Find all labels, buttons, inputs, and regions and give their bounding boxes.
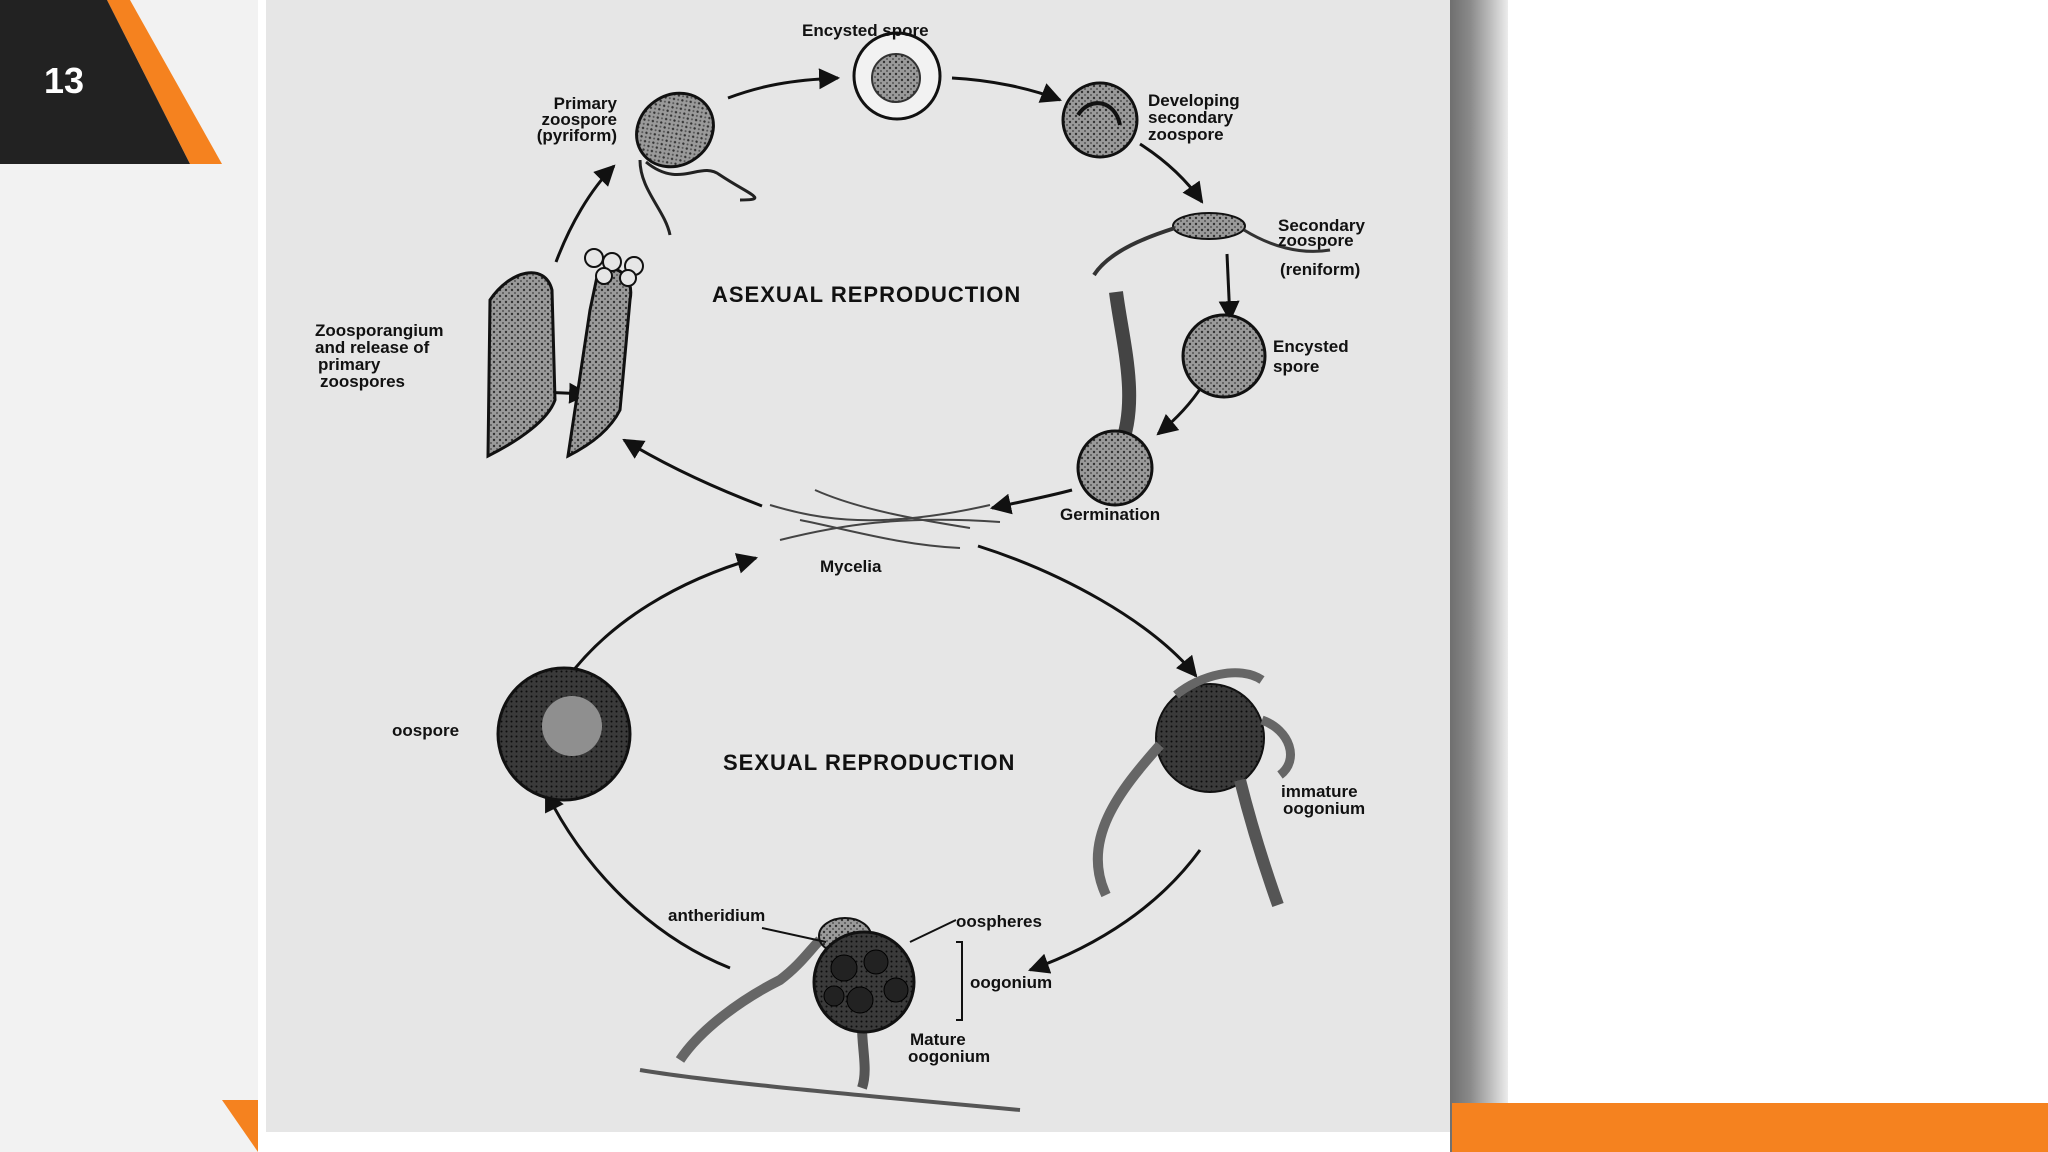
arrow-oospore-to-mycelia: [564, 553, 759, 681]
arrow-mature-to-oospore: [544, 790, 731, 970]
developing-secondary-zoospore: [1061, 81, 1139, 159]
primary-zoospore: [635, 91, 757, 236]
secondary-zoospore: [1092, 212, 1331, 277]
label-developing-3: zoospore: [1148, 125, 1224, 144]
label-developing-1: Developing: [1148, 91, 1240, 110]
accent-stripe: [1452, 1103, 2048, 1152]
asexual-reproduction-title: ASEXUAL REPRODUCTION: [712, 282, 1021, 307]
germination-spore: [1076, 291, 1154, 507]
label-oospore: oospore: [392, 721, 459, 740]
label-zoosporangium-1: Zoosporangium: [315, 321, 443, 340]
zoosporangium: [486, 248, 644, 459]
arrow-encysted-to-developing: [951, 76, 1062, 103]
label-primary-1: Primary: [554, 94, 618, 113]
image-shadow: [1450, 0, 1508, 1152]
oospore: [496, 666, 632, 802]
label-antheridium: antheridium: [668, 906, 765, 925]
arrow-developing-to-secondary: [1139, 142, 1204, 204]
label-primary-3: (pyriform): [537, 126, 617, 145]
label-secondary-1: Secondary: [1278, 216, 1365, 235]
label-zoosporangium-3: primary: [318, 355, 381, 374]
label-oogonium: oogonium: [970, 973, 1052, 992]
label-immature-2: oogonium: [1283, 799, 1365, 818]
label-mycelia: Mycelia: [820, 557, 882, 576]
arrow-mycelia-to-zoosporangium: [622, 438, 763, 508]
label-encysted-right-1: Encysted: [1273, 337, 1349, 356]
cycle-arrows: [539, 68, 1240, 974]
arrow-mycelia-to-immature: [977, 544, 1198, 678]
label-primary-2: zoospore: [541, 110, 617, 129]
mycelia: [769, 489, 1001, 549]
label-zoosporangium-2: and release of: [315, 338, 430, 357]
life-cycle-svg: ASEXUAL REPRODUCTION SEXUAL REPRODUCTION…: [315, 21, 1365, 1112]
encysted-spore-top: [852, 31, 942, 121]
label-germination: Germination: [1060, 505, 1160, 524]
arrow-zoosporangium-to-primary: [554, 164, 616, 263]
label-encysted-spore-top: Encysted spore: [802, 21, 929, 40]
arrow-encysted-to-germination: [1156, 385, 1204, 436]
immature-oogonium: [1092, 668, 1295, 908]
left-panel: [0, 0, 258, 1152]
label-developing-2: secondary: [1148, 108, 1234, 127]
life-cycle-diagram: ASEXUAL REPRODUCTION SEXUAL REPRODUCTION…: [266, 0, 1450, 1132]
sexual-reproduction-title: SEXUAL REPRODUCTION: [723, 750, 1015, 775]
label-secondary-3: (reniform): [1280, 260, 1360, 279]
label-secondary-2: zoospore: [1278, 231, 1354, 250]
label-mature-1: Mature: [910, 1030, 966, 1049]
label-zoosporangium-4: zoospores: [320, 372, 405, 391]
arrow-germination-to-mycelia: [989, 488, 1073, 515]
label-immature-1: immature: [1281, 782, 1358, 801]
label-oospheres: oospheres: [956, 912, 1042, 931]
arrow-primary-to-encysted: [727, 68, 841, 100]
arrow-immature-to-mature: [1028, 849, 1202, 974]
slide-number: 13: [44, 60, 85, 101]
label-mature-2: oogonium: [908, 1047, 990, 1066]
label-encysted-right-2: spore: [1273, 357, 1319, 376]
arrow-secondary-to-encysted: [1218, 253, 1240, 323]
mature-oogonium: [639, 917, 1021, 1112]
encysted-spore-right: [1181, 313, 1267, 399]
